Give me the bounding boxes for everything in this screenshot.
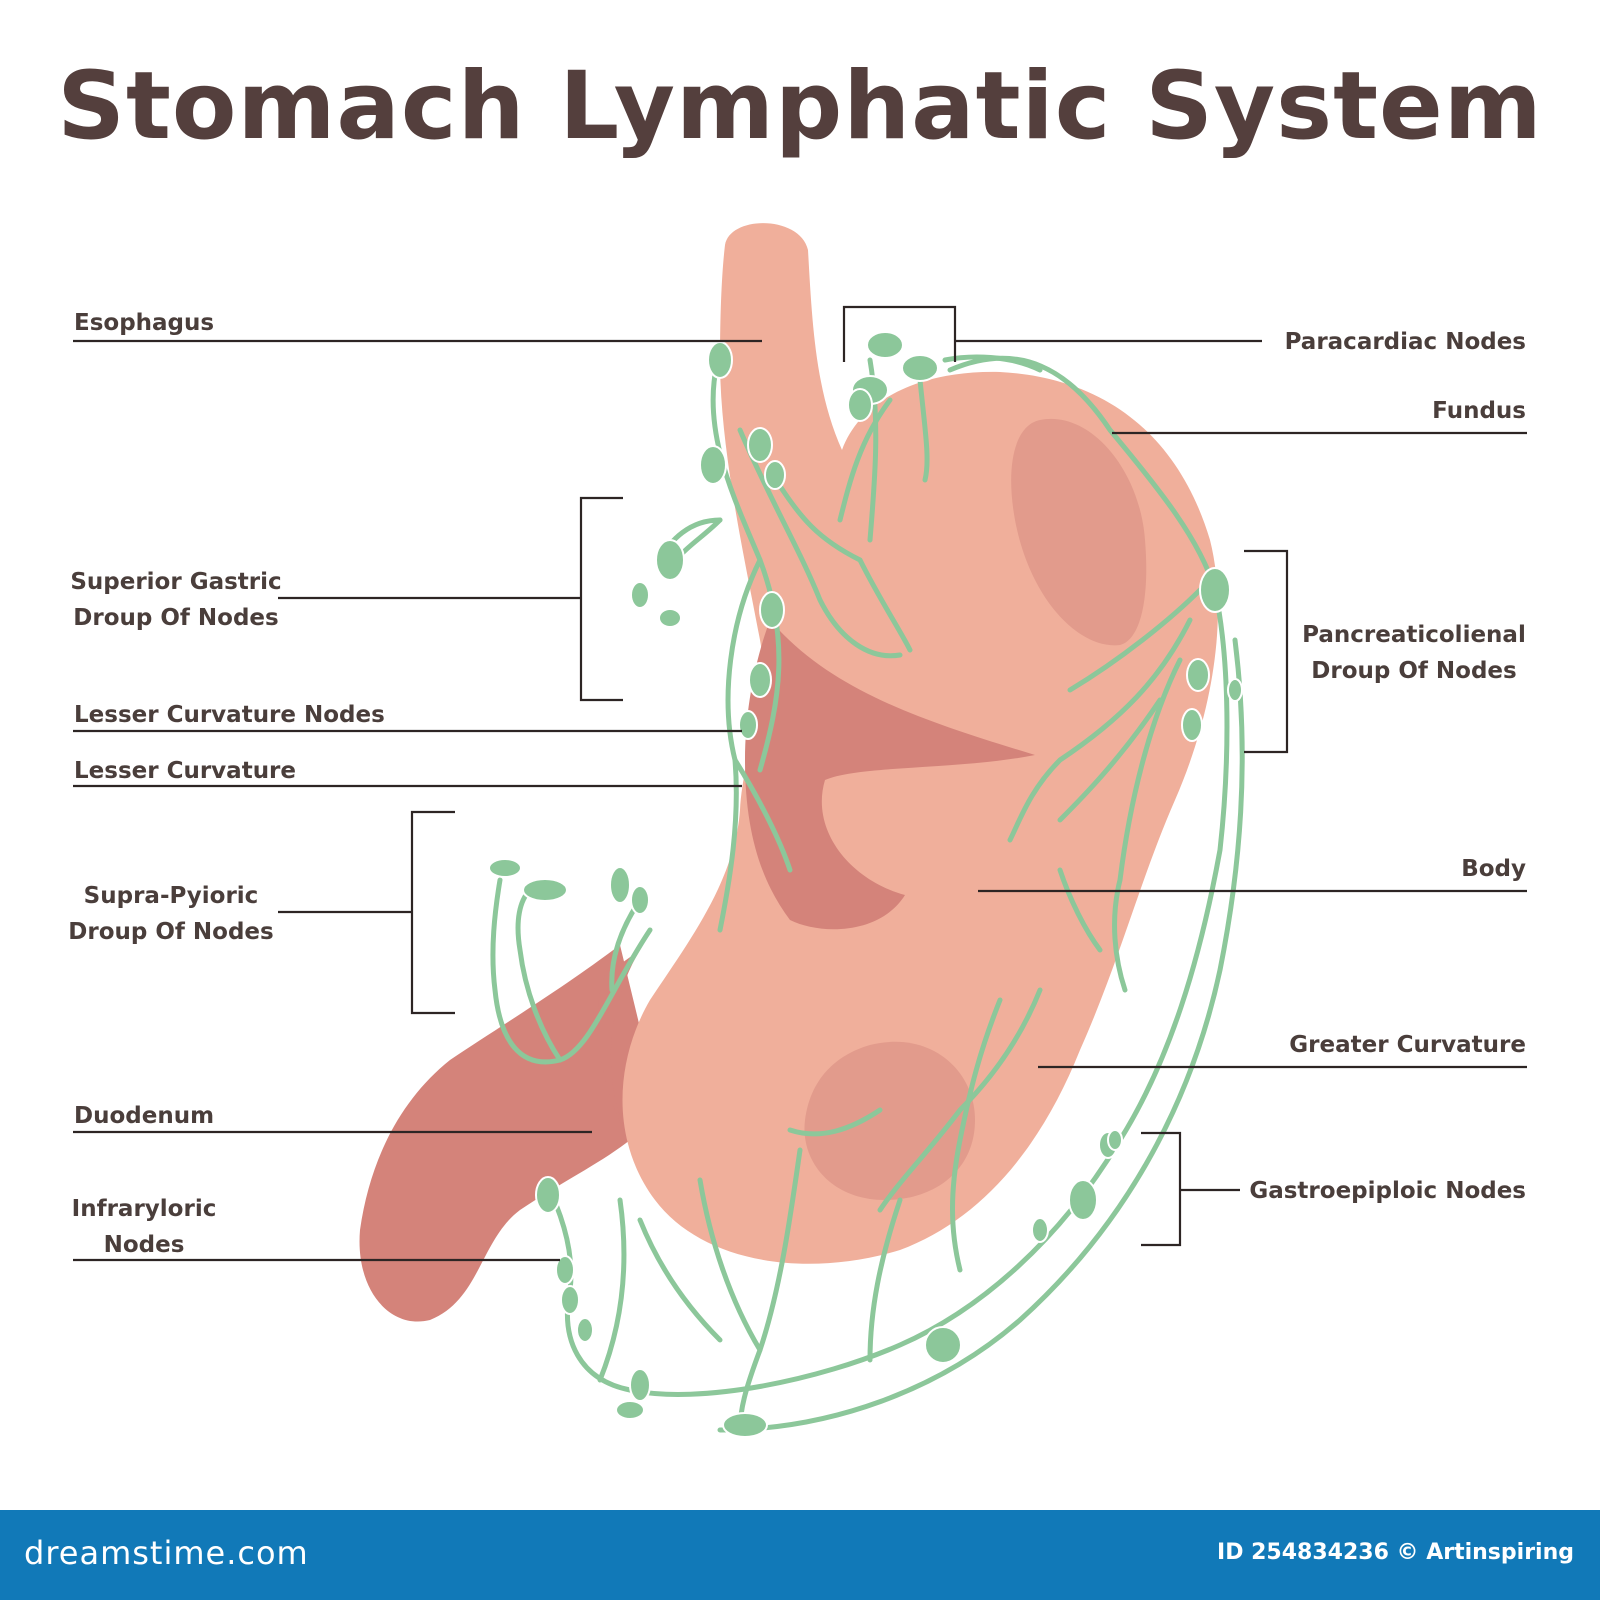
label-lesser-curvature: Lesser Curvature bbox=[74, 758, 296, 784]
label-lesser-curvature-nodes: Lesser Curvature Nodes bbox=[74, 702, 385, 728]
labels: Esophagus Superior Gastric Droup Of Node… bbox=[68, 310, 1526, 1258]
lymph-nodes bbox=[488, 331, 1243, 1438]
label-paracardiac-nodes: Paracardiac Nodes bbox=[1285, 329, 1526, 355]
stomach-diagram: Esophagus Superior Gastric Droup Of Node… bbox=[68, 223, 1527, 1438]
label-pancreaticolienal-line1: Pancreaticolienal bbox=[1302, 622, 1526, 648]
fundus-shade bbox=[1011, 418, 1147, 646]
label-supra-pyioric-line2: Droup Of Nodes bbox=[68, 919, 273, 945]
label-superior-gastric-line2: Droup Of Nodes bbox=[73, 605, 278, 631]
antrum-shade bbox=[804, 1041, 975, 1200]
label-duodenum: Duodenum bbox=[74, 1103, 214, 1129]
footer-bar: dreamstime.com ID 254834236 © Artinspiri… bbox=[0, 1510, 1600, 1600]
label-pancreaticolienal-line2: Droup Of Nodes bbox=[1311, 658, 1516, 684]
label-infraryloric-line2: Nodes bbox=[104, 1232, 185, 1258]
label-body: Body bbox=[1461, 856, 1526, 882]
label-esophagus: Esophagus bbox=[74, 310, 214, 336]
lesser-curvature-shade bbox=[745, 620, 1035, 930]
label-infraryloric-line1: Infraryloric bbox=[72, 1196, 217, 1222]
pylorus-shade bbox=[597, 950, 640, 1130]
stomach-illustration bbox=[359, 223, 1218, 1322]
label-fundus: Fundus bbox=[1432, 398, 1526, 424]
page-title: Stomach Lymphatic System bbox=[57, 52, 1543, 161]
footer-credit: ID 254834236 © Artinspiring bbox=[1217, 1540, 1574, 1565]
label-superior-gastric-line1: Superior Gastric bbox=[70, 569, 281, 595]
label-gastroepiploic-nodes: Gastroepiploic Nodes bbox=[1249, 1178, 1526, 1204]
footer-brand[interactable]: dreamstime.com bbox=[24, 1534, 309, 1572]
label-greater-curvature: Greater Curvature bbox=[1289, 1032, 1526, 1058]
label-supra-pyioric-line1: Supra-Pyioric bbox=[84, 883, 259, 909]
leader-lines bbox=[73, 305, 1527, 1262]
